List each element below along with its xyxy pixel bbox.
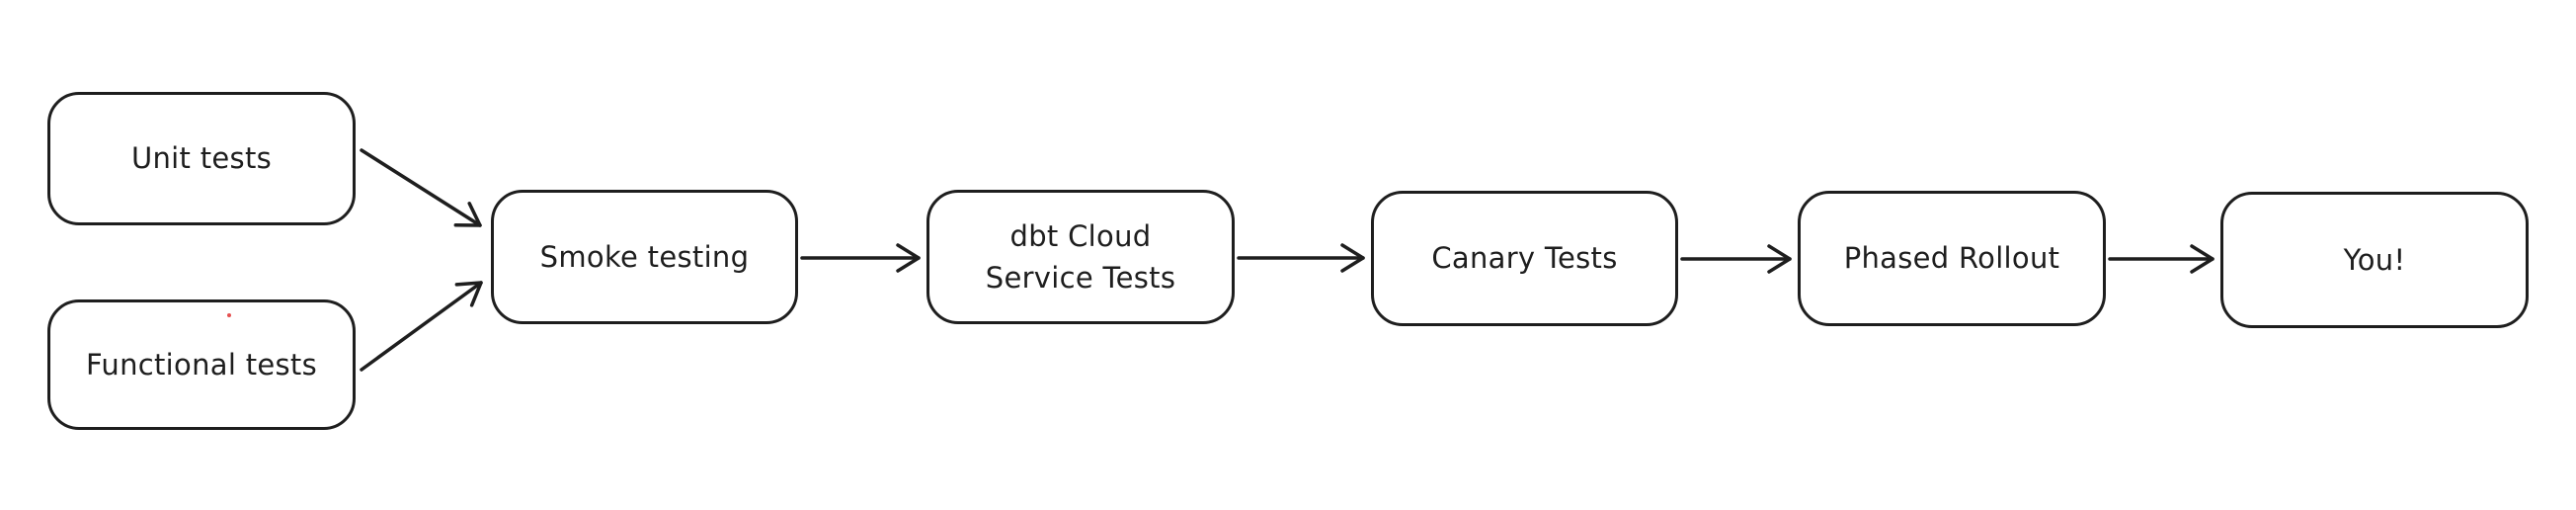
- node-canary-tests: Canary Tests: [1371, 191, 1678, 326]
- node-dbt-cloud-service-tests-label: dbt Cloud Service Tests: [985, 218, 1176, 295]
- node-phased-rollout: Phased Rollout: [1798, 191, 2106, 326]
- node-smoke-testing-label: Smoke testing: [539, 239, 750, 274]
- node-functional-tests: Functional tests: [47, 299, 356, 430]
- node-functional-tests-label: Functional tests: [86, 347, 317, 382]
- node-dbt-cloud-service-tests: dbt Cloud Service Tests: [926, 190, 1235, 324]
- node-canary-tests-label: Canary Tests: [1431, 241, 1618, 276]
- node-smoke-testing: Smoke testing: [491, 190, 798, 324]
- red-speck-artifact: [227, 313, 231, 317]
- node-you: You!: [2220, 192, 2529, 328]
- edge-functional-tests-to-smoke-testing: [360, 281, 483, 372]
- node-you-label: You!: [2343, 242, 2406, 277]
- node-phased-rollout-label: Phased Rollout: [1843, 241, 2060, 276]
- node-unit-tests-label: Unit tests: [130, 141, 273, 176]
- edge-unit-tests-to-smoke-testing: [360, 148, 482, 227]
- node-unit-tests: Unit tests: [47, 92, 356, 225]
